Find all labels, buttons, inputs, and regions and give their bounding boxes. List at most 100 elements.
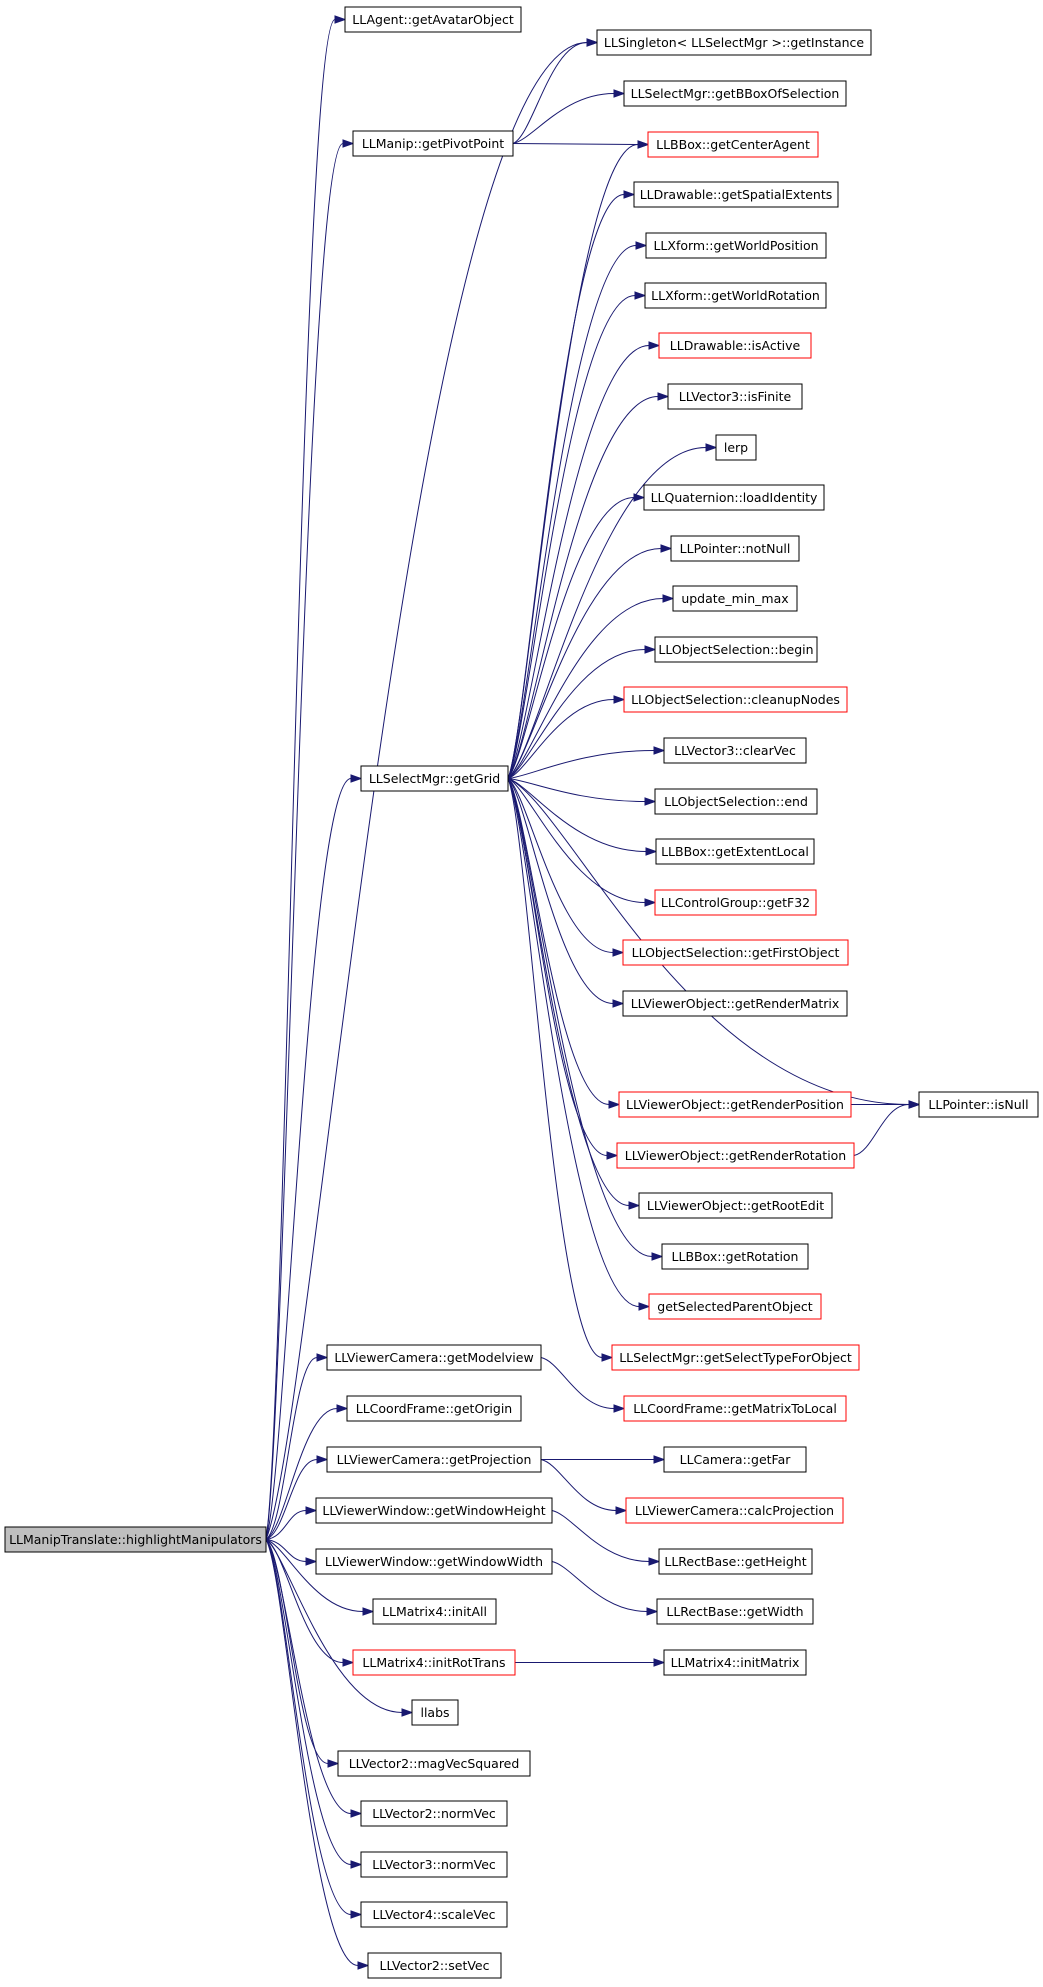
node-box[interactable] bbox=[352, 130, 514, 157]
node-box[interactable] bbox=[667, 383, 803, 410]
node-getworldrotation[interactable]: LLXform::getWorldRotation bbox=[644, 282, 827, 309]
node-box[interactable] bbox=[611, 1344, 860, 1371]
node-box[interactable] bbox=[623, 686, 848, 713]
node-initall[interactable]: LLMatrix4::initAll bbox=[372, 1598, 497, 1625]
node-getselectedparentobject[interactable]: getSelectedParentObject bbox=[648, 1293, 822, 1320]
node-box[interactable] bbox=[337, 1750, 531, 1777]
node-box[interactable] bbox=[315, 1548, 553, 1575]
node-notnull[interactable]: LLPointer::notNull bbox=[670, 535, 800, 562]
node-isactive[interactable]: LLDrawable::isActive bbox=[658, 332, 812, 359]
node-getrendermatrix[interactable]: LLViewerObject::getRenderMatrix bbox=[622, 990, 848, 1017]
node-box[interactable] bbox=[638, 1192, 833, 1219]
node-clearvec[interactable]: LLVector3::clearVec bbox=[663, 737, 807, 764]
node-getorigin[interactable]: LLCoordFrame::getOrigin bbox=[346, 1395, 522, 1422]
node-setvec[interactable]: LLVector2::setVec bbox=[367, 1952, 502, 1979]
node-end[interactable]: LLObjectSelection::end bbox=[654, 788, 818, 815]
node-box[interactable] bbox=[648, 1293, 822, 1320]
node-getbboxofselection[interactable]: LLSelectMgr::getBBoxOfSelection bbox=[623, 80, 847, 107]
node-magvecsquared[interactable]: LLVector2::magVecSquared bbox=[337, 1750, 531, 1777]
node-box[interactable] bbox=[663, 737, 807, 764]
node-getmatrixtolocal[interactable]: LLCoordFrame::getMatrixToLocal bbox=[623, 1395, 847, 1422]
node-box[interactable] bbox=[346, 1395, 522, 1422]
node-box[interactable] bbox=[622, 939, 849, 966]
node-begin[interactable]: LLObjectSelection::begin bbox=[654, 636, 818, 663]
node-box[interactable] bbox=[645, 232, 827, 259]
node-box[interactable] bbox=[918, 1091, 1039, 1118]
node-box[interactable] bbox=[360, 1901, 508, 1928]
node-box[interactable] bbox=[661, 1243, 809, 1270]
node-box[interactable] bbox=[633, 181, 839, 208]
node-getheight[interactable]: LLRectBase::getHeight bbox=[658, 1548, 813, 1575]
node-box[interactable] bbox=[352, 1649, 516, 1676]
node-getpivotpoint[interactable]: LLManip::getPivotPoint bbox=[352, 130, 514, 157]
node-initrottrans[interactable]: LLMatrix4::initRotTrans bbox=[352, 1649, 516, 1676]
node-box[interactable] bbox=[647, 131, 819, 158]
node-box[interactable] bbox=[643, 484, 825, 511]
node-box[interactable] bbox=[663, 1446, 807, 1473]
node-getwindowwidth[interactable]: LLViewerWindow::getWindowWidth bbox=[315, 1548, 553, 1575]
node-box[interactable] bbox=[625, 1497, 844, 1524]
node-box[interactable] bbox=[654, 889, 817, 916]
node-box[interactable] bbox=[656, 1598, 814, 1625]
node-getworldposition[interactable]: LLXform::getWorldPosition bbox=[645, 232, 827, 259]
node-box[interactable] bbox=[4, 1526, 267, 1553]
node-box[interactable] bbox=[655, 838, 815, 865]
node-box[interactable] bbox=[326, 1446, 542, 1473]
node-getf32[interactable]: LLControlGroup::getF32 bbox=[654, 889, 817, 916]
node-box[interactable] bbox=[618, 1091, 852, 1118]
node-getrenderrotation[interactable]: LLViewerObject::getRenderRotation bbox=[616, 1142, 855, 1169]
node-box[interactable] bbox=[326, 1344, 542, 1371]
node-initmatrix[interactable]: LLMatrix4::initMatrix bbox=[663, 1649, 807, 1676]
node-box[interactable] bbox=[372, 1598, 497, 1625]
node-getcenteragent[interactable]: LLBBox::getCenterAgent bbox=[647, 131, 819, 158]
node-box[interactable] bbox=[654, 636, 818, 663]
node-box[interactable] bbox=[596, 29, 872, 56]
node-box[interactable] bbox=[644, 282, 827, 309]
node-box[interactable] bbox=[658, 332, 812, 359]
node-getrotation[interactable]: LLBBox::getRotation bbox=[661, 1243, 809, 1270]
node-box[interactable] bbox=[616, 1142, 855, 1169]
node-box[interactable] bbox=[670, 535, 800, 562]
node-box[interactable] bbox=[367, 1952, 502, 1979]
node-scalevec[interactable]: LLVector4::scaleVec bbox=[360, 1901, 508, 1928]
node-box[interactable] bbox=[623, 80, 847, 107]
node-box[interactable] bbox=[622, 990, 848, 1017]
node-lerp[interactable]: lerp bbox=[715, 434, 757, 461]
node-getgrid[interactable]: LLSelectMgr::getGrid bbox=[360, 765, 509, 792]
node-getwindowheight[interactable]: LLViewerWindow::getWindowHeight bbox=[315, 1497, 553, 1524]
node-getprojection[interactable]: LLViewerCamera::getProjection bbox=[326, 1446, 542, 1473]
node-box[interactable] bbox=[623, 1395, 847, 1422]
node-getspatialextents[interactable]: LLDrawable::getSpatialExtents bbox=[633, 181, 839, 208]
node-box[interactable] bbox=[654, 788, 818, 815]
node-normvec3[interactable]: LLVector3::normVec bbox=[360, 1851, 508, 1878]
node-box[interactable] bbox=[672, 585, 798, 612]
node-update_min_max[interactable]: update_min_max bbox=[672, 585, 798, 612]
node-getinstance[interactable]: LLSingleton< LLSelectMgr >::getInstance bbox=[596, 29, 872, 56]
node-getextentlocal[interactable]: LLBBox::getExtentLocal bbox=[655, 838, 815, 865]
node-llabs[interactable]: llabs bbox=[411, 1699, 459, 1726]
node-box[interactable] bbox=[663, 1649, 807, 1676]
node-normvec2[interactable]: LLVector2::normVec bbox=[360, 1800, 508, 1827]
node-root[interactable]: LLManipTranslate::highlightManipulators bbox=[4, 1526, 267, 1553]
node-getwidth[interactable]: LLRectBase::getWidth bbox=[656, 1598, 814, 1625]
node-box[interactable] bbox=[360, 765, 509, 792]
node-box[interactable] bbox=[344, 6, 522, 33]
node-getrenderposition[interactable]: LLViewerObject::getRenderPosition bbox=[618, 1091, 852, 1118]
node-box[interactable] bbox=[315, 1497, 553, 1524]
node-isnull[interactable]: LLPointer::isNull bbox=[918, 1091, 1039, 1118]
node-getmodelview[interactable]: LLViewerCamera::getModelview bbox=[326, 1344, 542, 1371]
node-box[interactable] bbox=[411, 1699, 459, 1726]
node-calcprojection[interactable]: LLViewerCamera::calcProjection bbox=[625, 1497, 844, 1524]
node-getselecttypeforobject[interactable]: LLSelectMgr::getSelectTypeForObject bbox=[611, 1344, 860, 1371]
node-loadidentity[interactable]: LLQuaternion::loadIdentity bbox=[643, 484, 825, 511]
node-box[interactable] bbox=[715, 434, 757, 461]
node-getfirstobject[interactable]: LLObjectSelection::getFirstObject bbox=[622, 939, 849, 966]
node-cleanupnodes[interactable]: LLObjectSelection::cleanupNodes bbox=[623, 686, 848, 713]
node-box[interactable] bbox=[360, 1851, 508, 1878]
node-box[interactable] bbox=[360, 1800, 508, 1827]
node-getavatarobject[interactable]: LLAgent::getAvatarObject bbox=[344, 6, 522, 33]
node-isfinite[interactable]: LLVector3::isFinite bbox=[667, 383, 803, 410]
node-getfar[interactable]: LLCamera::getFar bbox=[663, 1446, 807, 1473]
node-box[interactable] bbox=[658, 1548, 813, 1575]
node-getrootedit[interactable]: LLViewerObject::getRootEdit bbox=[638, 1192, 833, 1219]
